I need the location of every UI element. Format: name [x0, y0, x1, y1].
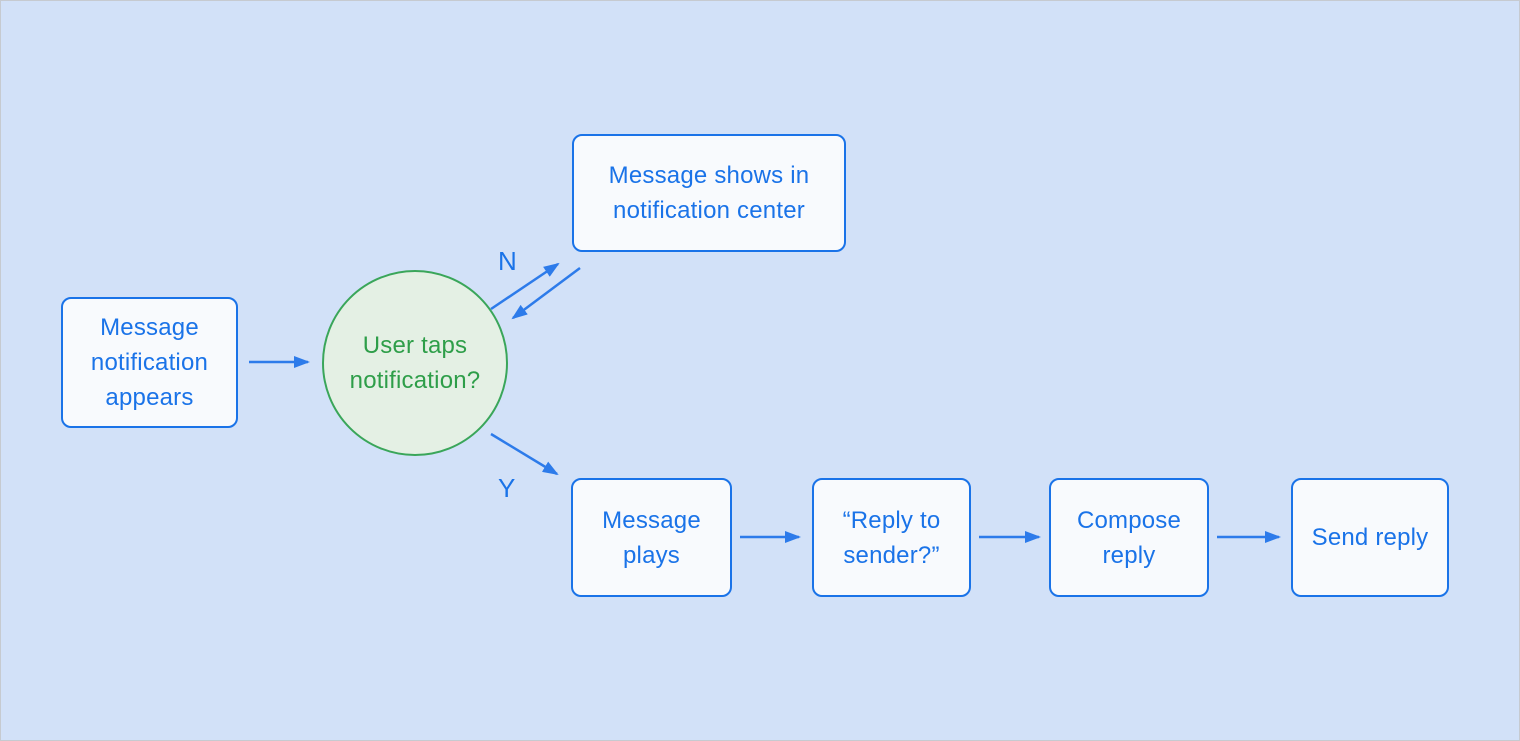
flow-node-label: User taps notification? [349, 332, 481, 394]
flow-node-message-shows-in-notification-center[interactable]: Message shows in notification center [572, 134, 846, 252]
arrow-decision-to-notif-center [490, 262, 560, 311]
flow-node-label: Message notification appears [90, 314, 209, 411]
branch-label-no: N [498, 246, 517, 276]
flow-node-label: Compose reply [1076, 506, 1182, 569]
flow-node-message-notification-appears[interactable]: Message notification appears [61, 297, 238, 428]
flow-node-reply-to-sender-prompt[interactable]: “Reply to sender?” [812, 478, 971, 597]
flow-node-message-plays[interactable]: Message plays [571, 478, 732, 597]
flow-node-user-taps-notification-decision[interactable]: User taps notification? [322, 270, 508, 456]
flow-node-label: Message shows in notification center [608, 162, 810, 224]
arrow-decision-to-message-plays [490, 432, 559, 476]
flow-node-label: “Reply to sender?” [842, 506, 941, 569]
branch-label-yes: Y [498, 473, 516, 503]
arrow-notif-center-to-decision [511, 266, 581, 320]
flow-node-label: Send reply [1311, 524, 1429, 551]
flow-node-compose-reply[interactable]: Compose reply [1049, 478, 1209, 597]
flow-node-label: Message plays [602, 506, 701, 569]
flow-node-send-reply[interactable]: Send reply [1291, 478, 1449, 597]
